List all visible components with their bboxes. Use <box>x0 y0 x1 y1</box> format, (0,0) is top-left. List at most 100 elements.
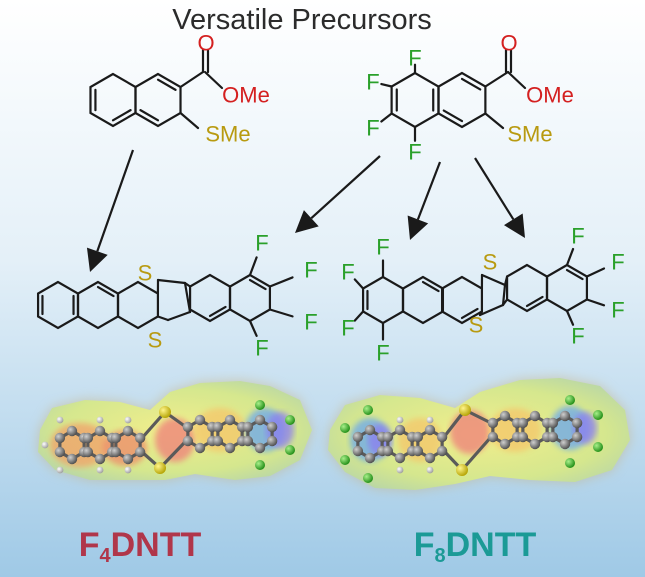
f4dntt-atom <box>110 446 122 458</box>
fluorine-label: F <box>304 310 317 335</box>
bond <box>484 112 505 130</box>
fluorine-label: F <box>255 336 268 361</box>
f8dntt-atom <box>426 416 434 424</box>
label-f4dntt-prefix: F <box>79 526 100 564</box>
fluorine-label: F <box>341 316 354 341</box>
f8dntt-atom <box>456 464 468 476</box>
esp-surface-f4dntt <box>38 381 312 480</box>
f8dntt-atom <box>352 431 364 443</box>
f8dntt-atom <box>529 438 541 450</box>
arrow-head <box>504 213 525 238</box>
f8dntt-atom <box>547 417 559 429</box>
f4dntt-atom <box>110 432 122 444</box>
f8dntt-atom <box>517 431 529 443</box>
f4dntt-atom <box>124 466 132 474</box>
bond <box>248 319 258 337</box>
bond <box>484 70 510 88</box>
sulfur-label: S <box>148 328 163 353</box>
f8dntt-atom <box>559 410 571 422</box>
thiomethyl-label: SMe <box>205 122 250 147</box>
f4dntt-atom <box>54 446 66 458</box>
double-bond <box>139 109 160 122</box>
double-bond <box>421 280 440 293</box>
double-bond <box>460 307 479 320</box>
f8dntt-atom <box>529 410 541 422</box>
label-f4dntt-subscript: 4 <box>100 545 112 567</box>
f8dntt-atom <box>394 452 406 464</box>
f8dntt-atom <box>363 405 373 415</box>
bond <box>506 70 527 90</box>
f8dntt-atom <box>412 431 424 443</box>
f4dntt-atom <box>122 425 134 437</box>
f4dntt-atom <box>266 435 278 447</box>
label-f8dntt-suffix: DNTT <box>446 526 537 564</box>
f4dntt-atom <box>242 421 254 433</box>
f8dntt-atom <box>340 455 350 465</box>
f8dntt-atom <box>382 431 394 443</box>
f8dntt-atom <box>565 458 575 468</box>
f8dntt-atom <box>364 424 376 436</box>
double-bond <box>96 285 115 298</box>
fluorine-label: F <box>571 224 584 249</box>
f8dntt-atom <box>565 395 575 405</box>
f8dntt-atom <box>459 404 471 416</box>
thiomethyl-label: SMe <box>507 122 552 147</box>
bond <box>480 273 507 287</box>
bond <box>248 256 258 277</box>
bond <box>353 310 365 322</box>
double-bond <box>208 305 227 318</box>
f4dntt-atom <box>212 435 224 447</box>
f4dntt-atom <box>255 400 265 410</box>
f4dntt-atom <box>82 432 94 444</box>
fluorine-label: F <box>408 140 421 165</box>
f4dntt-atom <box>96 416 104 424</box>
oxygen-label: O <box>197 31 214 56</box>
fluorine-label: F <box>341 260 354 285</box>
f4dntt-atom <box>134 432 146 444</box>
fluorine-label: F <box>376 341 389 366</box>
f4dntt-atom <box>96 466 104 474</box>
bond <box>179 111 200 130</box>
f4dntt-atom <box>254 442 266 454</box>
f4dntt-atom <box>154 462 166 474</box>
f8dntt-atom <box>340 423 350 433</box>
f8dntt-atom <box>499 410 511 422</box>
f4dntt-atom <box>124 416 132 424</box>
fluorine-label: F <box>255 231 268 256</box>
f8dntt-atom <box>571 431 583 443</box>
label-f8dntt: F8DNTT <box>414 526 537 567</box>
bond <box>501 298 509 307</box>
arrow-shaft <box>96 149 135 252</box>
bond <box>380 82 393 88</box>
f8dntt-atom <box>593 442 603 452</box>
f8dntt-atom <box>396 466 404 474</box>
bond <box>183 281 192 288</box>
f4dntt-atom <box>41 441 49 449</box>
f4dntt-atom <box>254 414 266 426</box>
bond <box>380 112 393 123</box>
bond <box>503 275 509 287</box>
sulfur-label: S <box>138 261 153 286</box>
f4dntt-atom <box>285 445 295 455</box>
bond <box>203 70 224 90</box>
f4dntt-atom <box>82 446 94 458</box>
f8dntt-atom <box>547 431 559 443</box>
double-bond <box>565 268 584 281</box>
bond <box>179 70 205 89</box>
bond <box>268 276 294 288</box>
f8dntt-atom <box>396 416 404 424</box>
f4dntt-atom <box>194 414 206 426</box>
fluorine-label: F <box>408 46 421 71</box>
reaction-arrows <box>86 149 525 272</box>
arrow-head <box>295 210 319 233</box>
f4dntt-atom <box>182 421 194 433</box>
f4dntt-atom <box>255 460 265 470</box>
f8dntt-atom <box>382 445 394 457</box>
arrow-shaft <box>474 157 515 220</box>
bond <box>585 298 606 307</box>
arrow-precursor2-to-f8dntt-b <box>474 157 525 238</box>
f4dntt-atom <box>224 414 236 426</box>
f8dntt-atom <box>571 417 583 429</box>
